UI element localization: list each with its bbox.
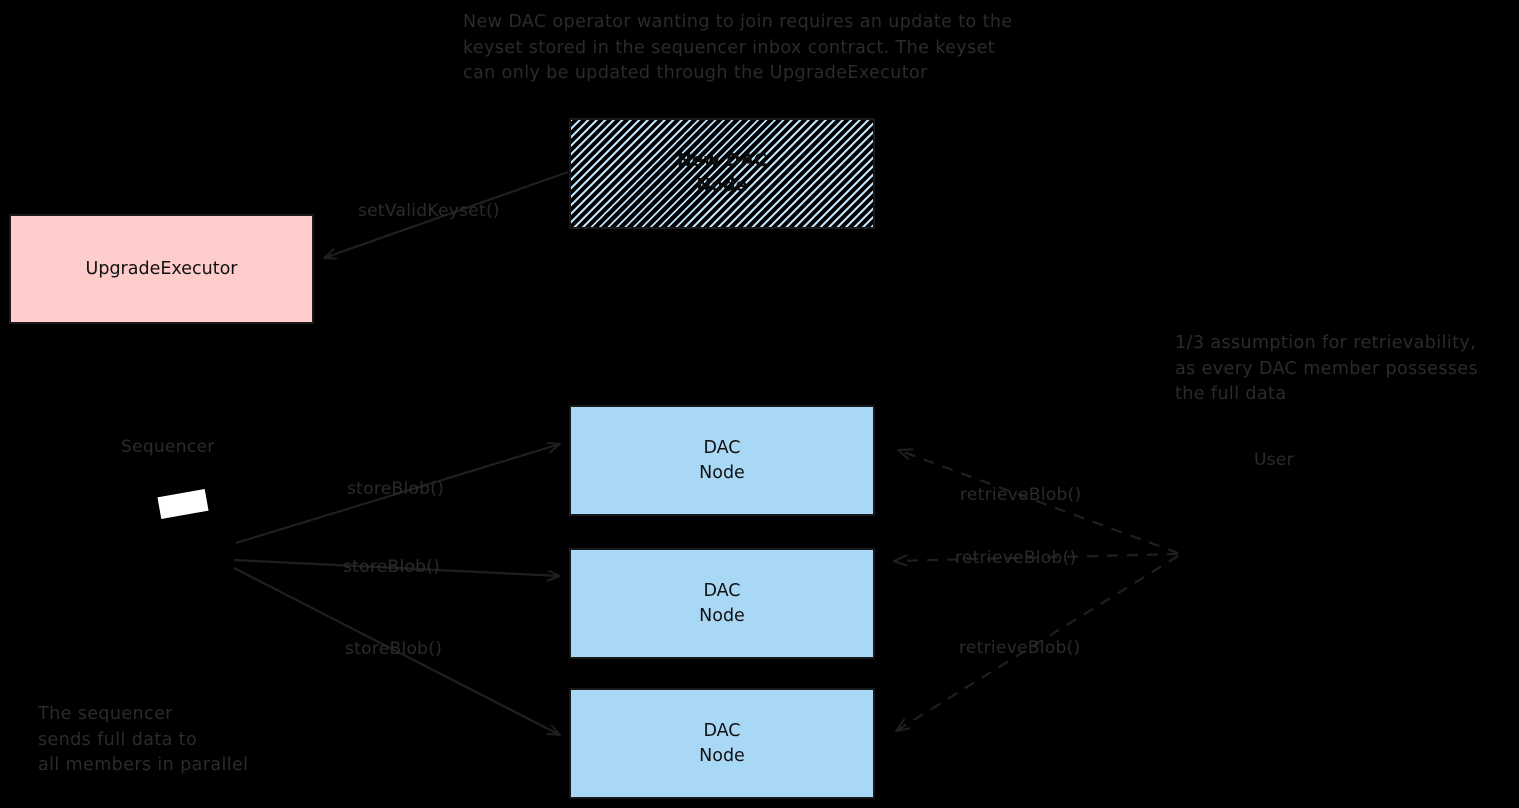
edge-label-store-blob-1: storeBlob() [347,479,445,499]
dac-node-label-2: DAC Node [699,580,745,626]
edge-label-store-blob-3: storeBlob() [345,639,443,659]
top-annotation-note: New DAC operator wanting to join require… [463,12,1013,83]
new-dac-node-label: New DAC Node [677,150,767,196]
edge-label-set-valid-keyset: setValidKeyset() [358,201,500,221]
sequencer-annotation-note: The sequencer sends full data to all mem… [38,704,249,775]
retrievability-annotation-note: 1/3 assumption for retrievability, as ev… [1175,333,1479,404]
upgrade-executor-box[interactable]: UpgradeExecutor [9,214,314,324]
dac-node-box-1[interactable]: DAC Node [569,405,875,516]
edge-label-retrieve-blob-1: retrieveBlob() [960,485,1082,505]
sequencer-glyph-icon [157,488,209,520]
new-dac-node-box[interactable]: New DAC Node [569,118,875,229]
sequencer-label: Sequencer [121,437,215,457]
user-label: User [1254,450,1294,470]
upgrade-executor-label: UpgradeExecutor [85,258,238,279]
dac-node-label-3: DAC Node [699,720,745,766]
dac-node-box-2[interactable]: DAC Node [569,548,875,659]
edge-label-retrieve-blob-2: retrieveBlob() [955,548,1077,568]
edge-label-retrieve-blob-3: retrieveBlob() [959,638,1081,658]
dac-node-box-3[interactable]: DAC Node [569,688,875,799]
edge-label-store-blob-2: storeBlob() [343,557,441,577]
dac-node-label-1: DAC Node [699,437,745,483]
